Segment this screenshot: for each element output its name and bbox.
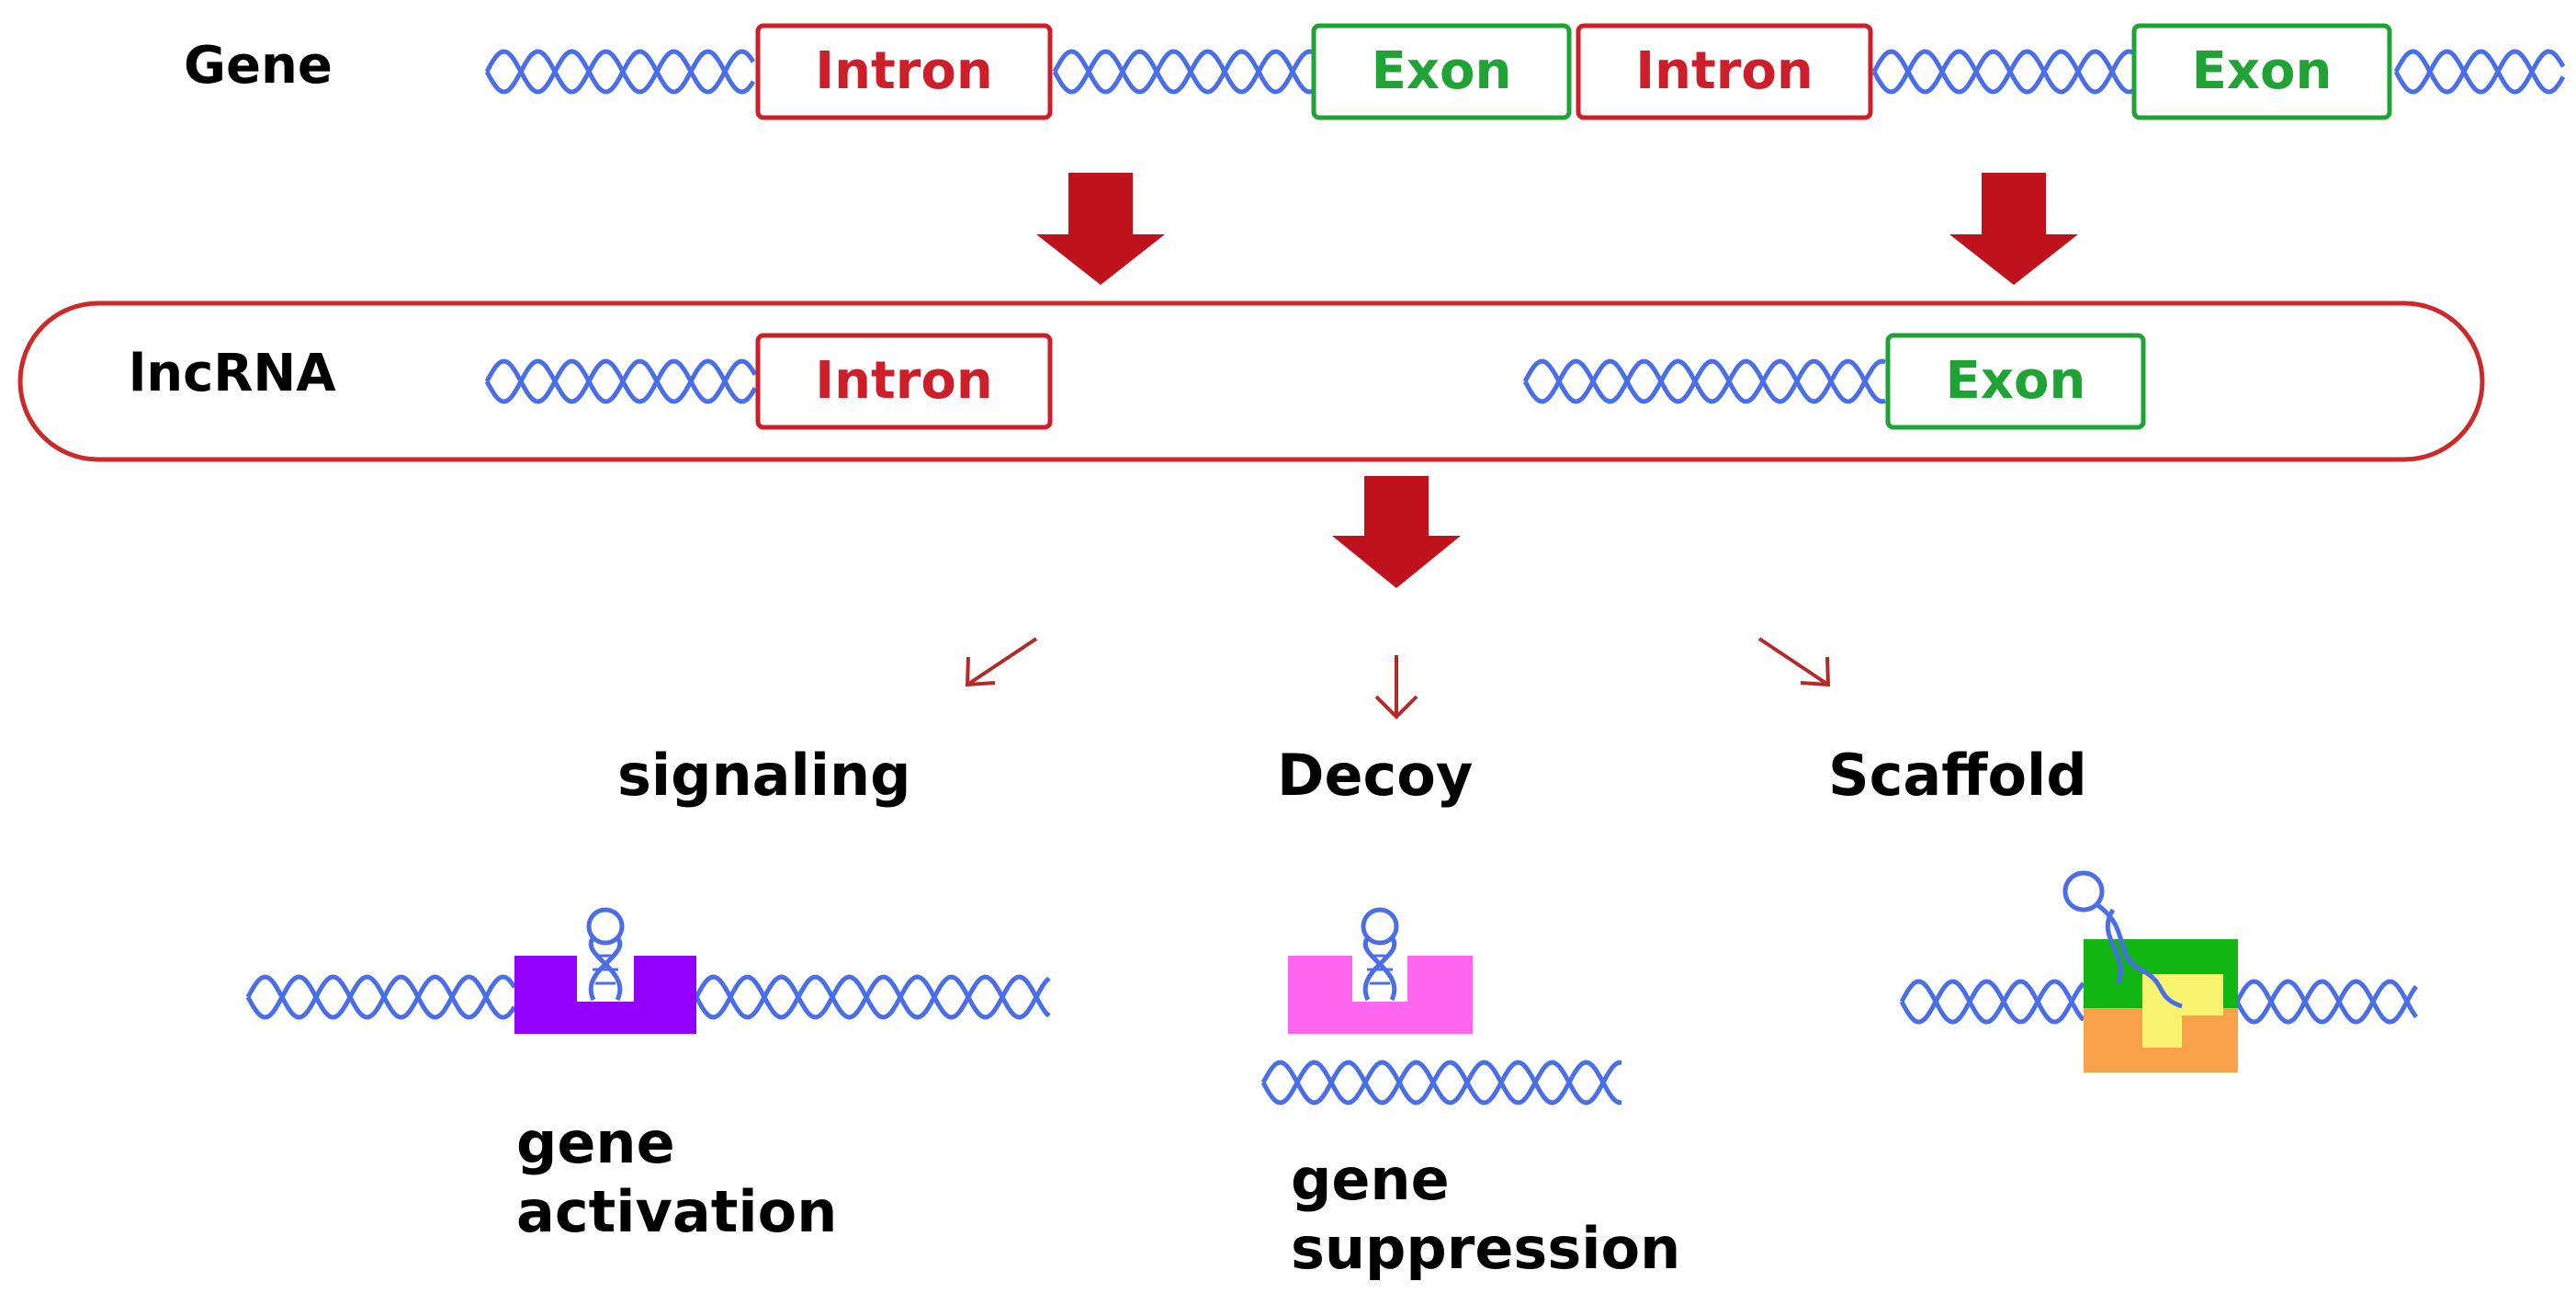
scaffold-dna-helix-right <box>2234 979 2418 1025</box>
gene-exon-label-2: Exon <box>2192 41 2333 101</box>
gene-dna-helix-2 <box>1052 49 1316 95</box>
decoy-protein <box>1288 956 1473 1034</box>
signaling-dna-helix-left <box>245 974 517 1020</box>
gene-dna-helix-3 <box>1871 49 2143 95</box>
arrow-lncrna-to-functions <box>1332 476 1461 588</box>
signaling-dna-helix-right <box>694 974 1051 1020</box>
gene-intron-label-2: Intron <box>1635 41 1813 101</box>
arrow-gene-to-exon <box>1949 173 2078 285</box>
lncrna-exon-box: Exon <box>1885 333 2146 430</box>
signaling-illustration <box>245 907 1051 1034</box>
gene-exon-label-1: Exon <box>1372 41 1512 101</box>
lncrna-dna-helix-right <box>1522 358 1886 404</box>
thin-arrow-signaling <box>965 637 1038 687</box>
scaffold-illustration <box>1899 870 2418 1072</box>
scaffold-lncrna-strand <box>2062 870 2183 1009</box>
signaling-protein-complex <box>514 956 696 1034</box>
gene-intron-box-1: Intron <box>755 23 1053 120</box>
decoy-illustration <box>1260 907 1621 1106</box>
gene-dna-helix-1 <box>484 49 756 95</box>
gene-dna-helix-4 <box>2393 49 2566 95</box>
gene-intron-label-1: Intron <box>815 41 992 101</box>
gene-exon-box-2: Exon <box>2131 23 2392 120</box>
lncrna-exon-label: Exon <box>1946 351 2086 411</box>
thin-arrow-scaffold <box>1757 637 1831 687</box>
scaffold-title: Scaffold <box>1828 742 2087 809</box>
gene-intron-box-2: Intron <box>1576 23 1873 120</box>
lncrna-dna-helix-left <box>484 358 758 404</box>
signaling-outcome-line1: gene <box>516 1109 675 1176</box>
lncrna-container <box>17 301 2485 462</box>
signaling-title: signaling <box>617 742 911 809</box>
decoy-outcome-line2: suppression <box>1291 1215 1680 1282</box>
gene-exon-box-1: Exon <box>1311 23 1572 120</box>
decoy-outcome-line1: gene <box>1291 1146 1450 1213</box>
decoy-lncrna-hairpin <box>1361 907 1399 1002</box>
scaffold-dna-helix-left <box>1899 979 2085 1025</box>
thin-arrow-decoy <box>1374 655 1418 720</box>
signaling-outcome-line2: activation <box>516 1178 837 1245</box>
lncrna-label: lncRNA <box>129 344 336 403</box>
lncrna-intron-label: Intron <box>815 351 992 411</box>
decoy-title: Decoy <box>1277 742 1473 809</box>
gene-label: Gene <box>184 36 333 96</box>
lncrna-intron-box: Intron <box>755 333 1053 430</box>
decoy-dna-helix <box>1260 1060 1621 1106</box>
arrow-gene-to-intron <box>1036 173 1165 285</box>
signaling-lncrna-hairpin <box>586 907 625 1002</box>
